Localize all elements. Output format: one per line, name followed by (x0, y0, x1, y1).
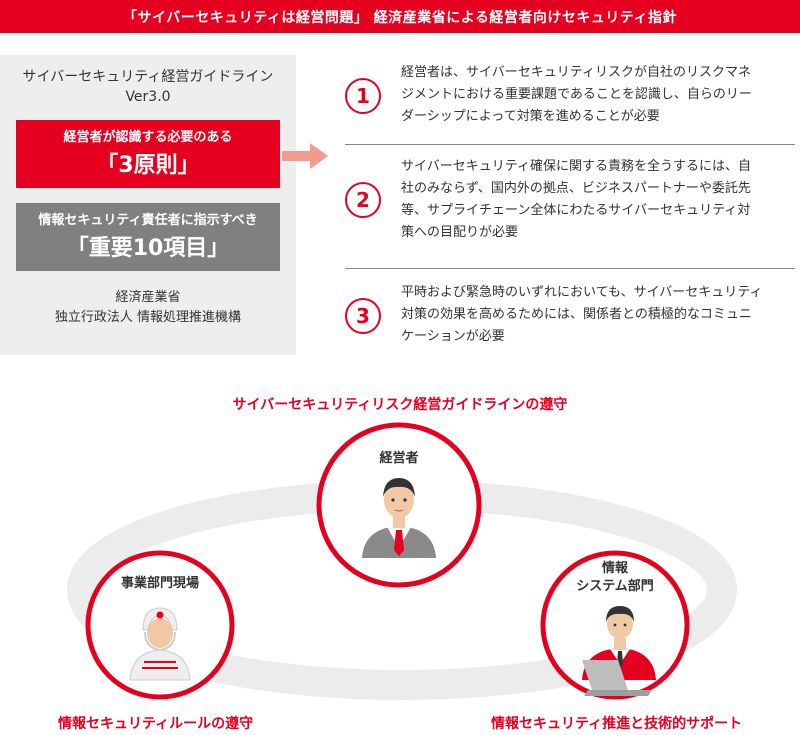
guideline-title: サイバーセキュリティ経営ガイドライン Ver3.0 (0, 67, 296, 107)
three-principles-box: 経営者が認識する必要のある 「3原則」 (16, 120, 280, 188)
laptop-icon (582, 660, 652, 696)
divider (345, 144, 795, 145)
it-dept-label: 情報 システム部門 (555, 560, 675, 596)
principle-3-number: 3 (345, 298, 381, 334)
field-circle (85, 550, 235, 700)
arrow-right-icon (282, 143, 328, 169)
guideline-title-line1: サイバーセキュリティ経営ガイドライン (22, 69, 274, 85)
ten-items-sub: 情報セキュリティ責任者に指示すべき (38, 213, 258, 228)
ten-items-title: 「重要10項目」 (66, 236, 230, 261)
header-title: 「サイバーセキュリティは経営問題」 経済産業省による経営者向けセキュリティ指針 (123, 9, 677, 26)
it-dept-label-line1: 情報 (601, 561, 628, 576)
principle-1: 1 経営者は、サイバーセキュリティリスクが自社のリスクマネ ジメントにおける重要… (345, 62, 795, 132)
principle-3-line: 平時および緊急時のいずれにおいても、サイバーセキュリティ (401, 285, 763, 300)
diagram-top-caption: サイバーセキュリティリスク経営ガイドラインの遵守 (232, 397, 568, 413)
principle-1-number: 1 (345, 78, 381, 114)
three-principles-sub: 経営者が認識する必要のある (63, 130, 233, 145)
principle-2-line: サイバーセキュリティ確保に関する責務を全うするには、自 (401, 159, 751, 174)
principle-3-line: ケーションが必要 (401, 329, 505, 344)
ten-items-box: 情報セキュリティ責任者に指示すべき 「重要10項目」 (16, 203, 280, 271)
header-bar: 「サイバーセキュリティは経営問題」 経済産業省による経営者向けセキュリティ指針 (0, 0, 800, 33)
guideline-version: Ver3.0 (125, 89, 171, 105)
principle-1-line: ダーシップによって対策を進めることが必要 (401, 109, 660, 124)
principle-1-text: 経営者は、サイバーセキュリティリスクが自社のリスクマネ ジメントにおける重要課題… (401, 62, 795, 128)
principle-2-line: 等、サプライチェーン全体にわたるサイバーセキュリティ対 (401, 203, 751, 218)
executive-avatar-icon (362, 478, 436, 558)
diagram-right-caption: 情報セキュリティ推進と技術的サポート (491, 716, 743, 732)
org-line2: 独立行政法人 情報処理推進機構 (54, 310, 242, 325)
organization-text: 経済産業省 独立行政法人 情報処理推進機構 (0, 288, 296, 328)
principle-2-line: 策への目配りが必要 (401, 225, 519, 240)
executive-label: 経営者 (379, 451, 419, 466)
principle-3-text: 平時および緊急時のいずれにおいても、サイバーセキュリティ 対策の効果を高めるため… (401, 282, 795, 348)
principle-1-line: 経営者は、サイバーセキュリティリスクが自社のリスクマネ (401, 65, 751, 80)
principle-1-line: ジメントにおける重要課題であることを認識し、自らのリー (401, 87, 752, 102)
field-worker-avatar-icon (129, 607, 191, 681)
principle-2-line: 社のみならず、国内外の拠点、ビジネスパートナーや委託先 (401, 181, 751, 196)
it-dept-circle (540, 550, 690, 700)
divider (345, 268, 795, 269)
field-dept-label: 事業部門現場 (120, 576, 199, 591)
principle-2: 2 サイバーセキュリティ確保に関する責務を全うするには、自 社のみならず、国内外… (345, 156, 795, 248)
org-line1: 経済産業省 (115, 290, 181, 305)
diagram-left-caption: 情報セキュリティルールの遵守 (58, 716, 254, 732)
principle-3: 3 平時および緊急時のいずれにおいても、サイバーセキュリティ 対策の効果を高める… (345, 282, 795, 352)
three-principles-title: 「3原則」 (96, 153, 200, 178)
it-dept-label-line2: システム部門 (576, 579, 654, 594)
executive-circle (316, 422, 482, 588)
principle-2-number: 2 (345, 182, 381, 218)
principle-2-text: サイバーセキュリティ確保に関する責務を全うするには、自 社のみならず、国内外の拠… (401, 156, 795, 244)
principle-3-line: 対策の効果を高めるためには、関係者との積極的なコミュニ (401, 307, 752, 322)
guideline-panel: サイバーセキュリティ経営ガイドライン Ver3.0 経営者が認識する必要のある … (0, 55, 296, 355)
